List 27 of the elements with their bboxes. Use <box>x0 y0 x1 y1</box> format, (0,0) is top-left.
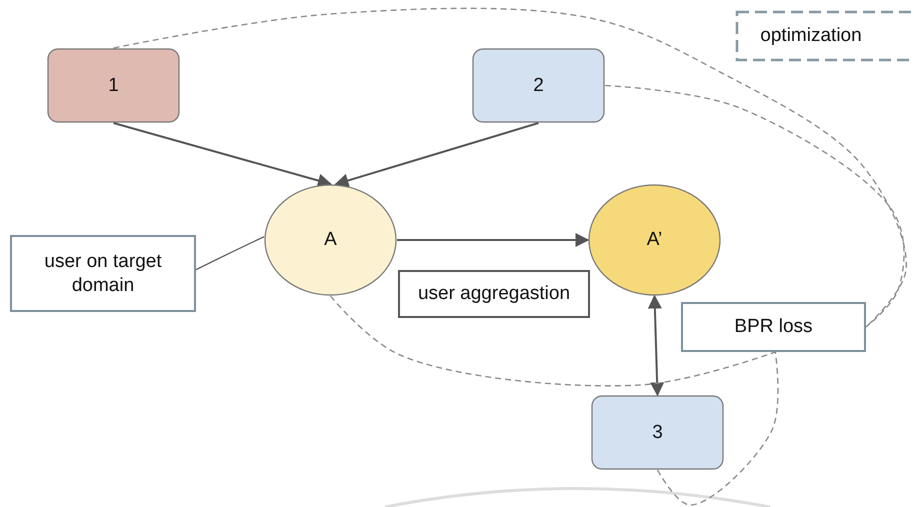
text-box <box>398 270 590 318</box>
dashed-box <box>736 11 914 61</box>
node-label: A <box>324 228 337 252</box>
arrow <box>113 122 332 188</box>
rounded-box <box>472 48 605 123</box>
node-label: user aggregastion <box>418 282 570 306</box>
node-label: 1 <box>108 74 119 98</box>
node-label: 3 <box>652 420 663 444</box>
dashed-line <box>604 84 905 328</box>
arrow <box>397 233 590 247</box>
text-box <box>10 235 196 312</box>
dashed-line <box>330 296 776 386</box>
rounded-box <box>591 395 724 470</box>
dashed-line <box>656 352 779 506</box>
node-label: optimization <box>760 24 862 48</box>
node-label: 2 <box>533 74 544 98</box>
node-label: BPR loss <box>734 315 813 339</box>
node-label: user on target domain <box>43 250 163 298</box>
dashed-line <box>113 8 907 328</box>
arrow <box>648 294 664 396</box>
node-label: A’ <box>646 228 662 252</box>
ellipse-node <box>264 184 397 296</box>
leader-line <box>196 236 264 270</box>
ellipse-node <box>588 184 721 296</box>
text-box <box>681 302 866 352</box>
arrow <box>334 122 539 188</box>
rounded-box <box>47 48 180 123</box>
